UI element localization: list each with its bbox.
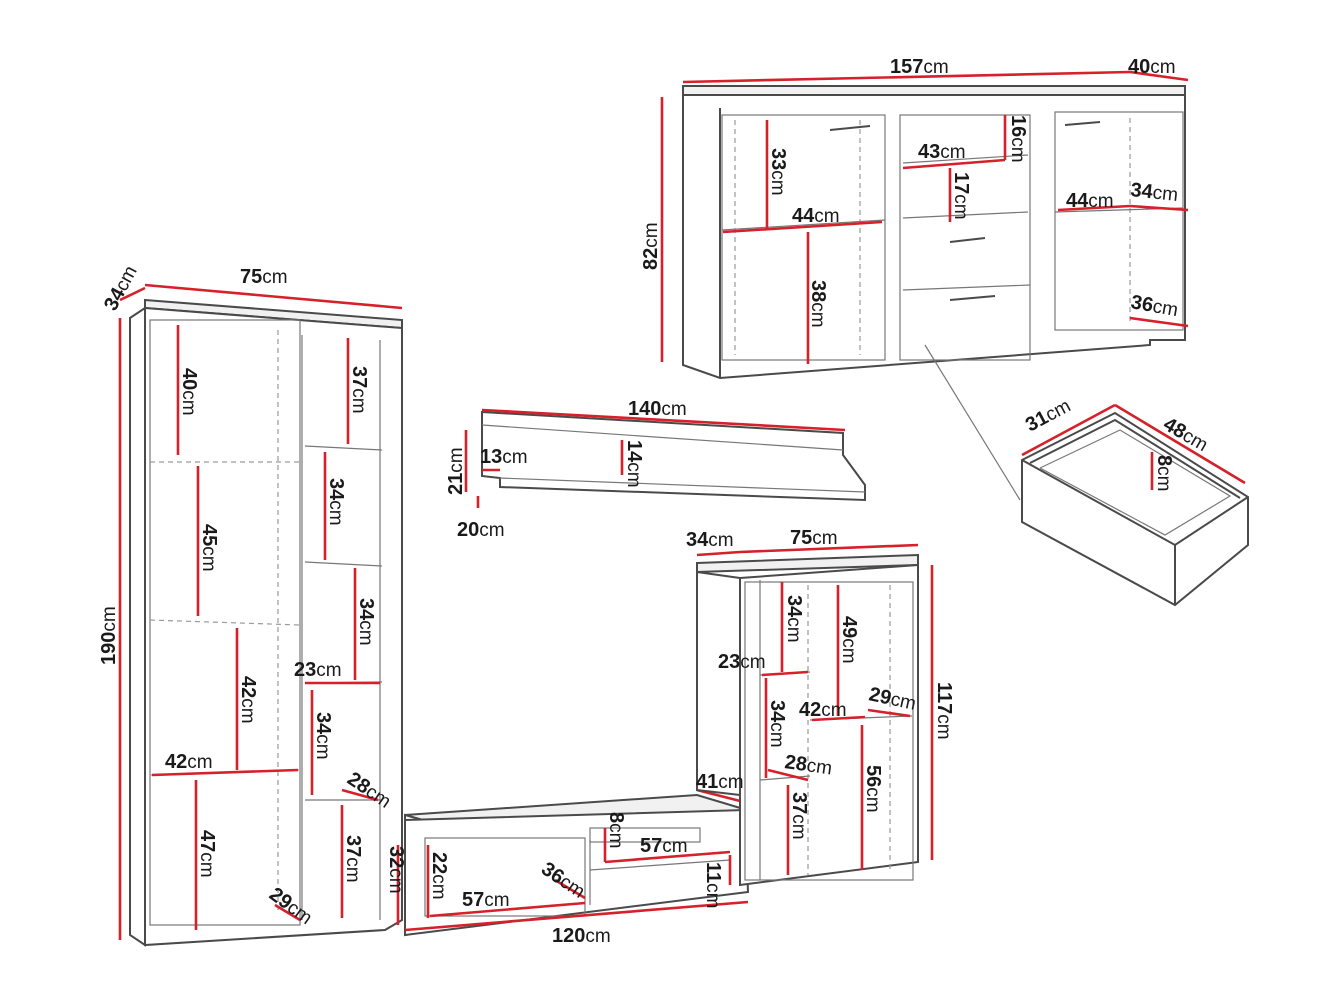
- dimension-label-sideboard-right-depth-bottom: 36cm: [1129, 291, 1180, 321]
- dimension-label-sideboard-mid-top-gap: 16cm: [1007, 115, 1029, 163]
- dimension-label-wall-shelf-inner-height: 14cm: [623, 440, 645, 488]
- dimension-label-low-cabinet-side-1: 34cm: [783, 595, 805, 643]
- dimension-label-wall-shelf-width: 140cm: [628, 398, 687, 420]
- dimension-label-wall-shelf-inner-depth: 13cm: [480, 446, 528, 468]
- dimension-label-sideboard-right-depth-top: 34cm: [1129, 179, 1179, 206]
- dimension-label-tall-cabinet-side-1: 37cm: [348, 366, 370, 414]
- sideboard: [660, 70, 1189, 501]
- dimension-label-tv-stand-left-height: 22cm: [428, 852, 450, 900]
- dimension-label-low-cabinet-width: 75cm: [790, 527, 838, 549]
- dimension-label-tall-cabinet-width: 75cm: [240, 266, 288, 288]
- dimension-label-low-cabinet-side-width: 23cm: [718, 651, 766, 673]
- dimension-label-sideboard-right-shelf-width: 44cm: [1066, 190, 1114, 212]
- dimension-label-low-cabinet-side-3: 37cm: [788, 792, 810, 840]
- dimension-label-tall-cabinet-main-3: 42cm: [237, 676, 259, 724]
- tall-cabinet: [118, 283, 403, 947]
- dimension-label-tall-cabinet-side-5: 37cm: [342, 835, 364, 883]
- dimension-label-tv-stand-height: 32cm: [385, 846, 407, 894]
- dimension-label-tall-cabinet-side-3: 34cm: [355, 598, 377, 646]
- wall-shelf: [464, 408, 866, 508]
- dimension-label-sideboard-mid-shelf-width: 43cm: [918, 141, 966, 163]
- dimension-label-tall-cabinet-side-width: 23cm: [294, 659, 342, 681]
- dimension-label-low-cabinet-depth: 34cm: [686, 529, 734, 551]
- dimension-label-wall-shelf-height: 21cm: [445, 447, 467, 495]
- dimension-label-tall-cabinet-height: 190cm: [98, 606, 120, 665]
- dimension-label-sideboard-left-top-shelf: 33cm: [767, 148, 789, 196]
- dimension-label-sideboard-mid-gap: 17cm: [950, 172, 972, 220]
- dimension-label-tall-cabinet-main-2: 45cm: [198, 524, 220, 572]
- dimension-label-sideboard-left-shelf-width: 44cm: [792, 205, 840, 227]
- dimension-label-tall-cabinet-side-2: 34cm: [325, 478, 347, 526]
- dimension-label-tall-cabinet-depth: 34cm: [100, 262, 142, 314]
- dimension-label-low-cabinet-main-top: 49cm: [838, 616, 860, 664]
- dimension-label-sideboard-height: 82cm: [640, 222, 662, 270]
- dimension-label-drawer-height: 8cm: [1153, 455, 1175, 491]
- low-cabinet: [696, 543, 934, 887]
- dimension-label-tv-stand-right-height: 11cm: [702, 862, 724, 908]
- dimension-label-tv-stand-left-width: 57cm: [462, 889, 510, 911]
- dimension-label-tv-stand-depth: 41cm: [696, 771, 744, 793]
- dimension-label-tv-stand-right-gap: 8cm: [605, 812, 627, 848]
- drawer: [1021, 403, 1249, 607]
- tv-stand: [396, 788, 750, 937]
- dimension-label-sideboard-depth: 40cm: [1128, 56, 1176, 78]
- dimension-label-low-cabinet-main-bottom: 56cm: [862, 765, 884, 813]
- dimension-label-low-cabinet-side-depth: 28cm: [783, 751, 833, 779]
- dimension-label-tall-cabinet-main-4: 47cm: [196, 830, 218, 878]
- dimension-label-tall-cabinet-main-1: 40cm: [178, 368, 200, 416]
- dimension-label-wall-shelf-depth: 20cm: [457, 519, 505, 541]
- dimension-label-sideboard-width: 157cm: [890, 56, 949, 78]
- dimension-label-low-cabinet-main-depth: 29cm: [867, 683, 918, 714]
- dimension-label-tall-cabinet-main-shelf-width: 42cm: [165, 751, 213, 773]
- dimension-label-low-cabinet-main-shelf: 42cm: [799, 699, 847, 721]
- dimension-label-tall-cabinet-side-4: 34cm: [312, 712, 334, 760]
- dimension-label-tv-stand-width: 120cm: [552, 925, 611, 947]
- dimension-label-low-cabinet-side-2: 34cm: [766, 700, 788, 748]
- dimension-label-sideboard-left-bottom: 38cm: [807, 280, 829, 328]
- dimension-label-tv-stand-right-width: 57cm: [640, 835, 688, 857]
- dimension-label-low-cabinet-height: 117cm: [933, 682, 955, 740]
